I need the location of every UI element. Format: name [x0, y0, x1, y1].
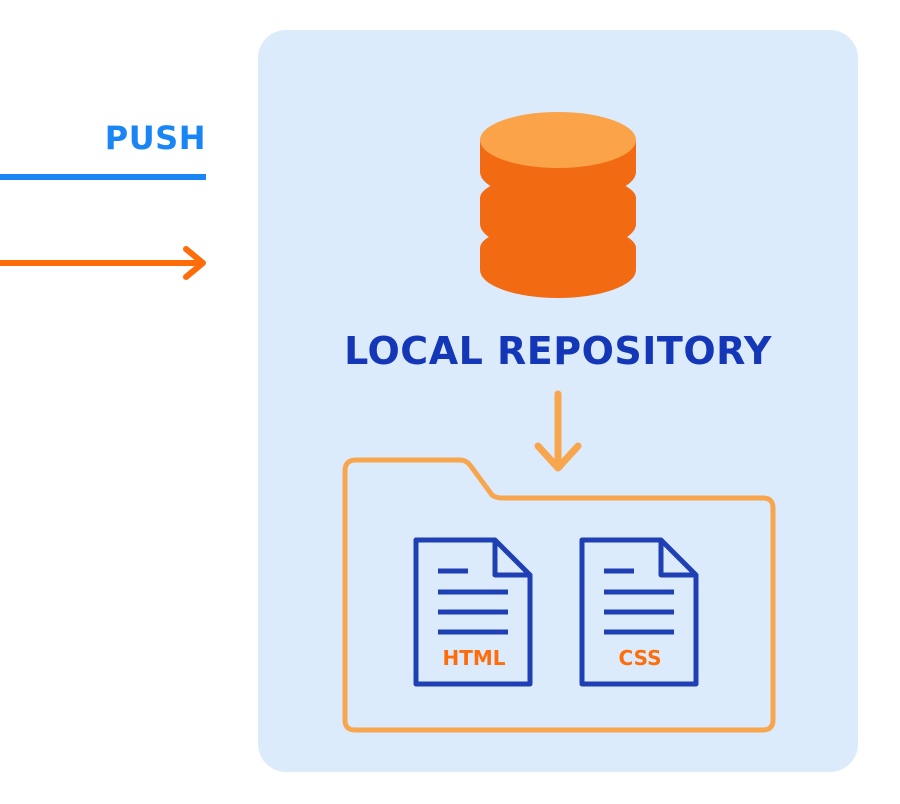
file-icon — [413, 537, 533, 687]
file-icon — [579, 537, 699, 687]
folder-icon — [342, 457, 776, 733]
push-label: PUSH — [104, 119, 206, 157]
database-icon — [480, 112, 636, 298]
right-arrow-icon — [0, 246, 206, 280]
down-arrow-icon — [534, 390, 582, 472]
local-repository-label: LOCAL REPOSITORY — [344, 329, 772, 373]
css-file-label: CSS — [618, 646, 662, 670]
html-file-label: HTML — [442, 646, 506, 670]
